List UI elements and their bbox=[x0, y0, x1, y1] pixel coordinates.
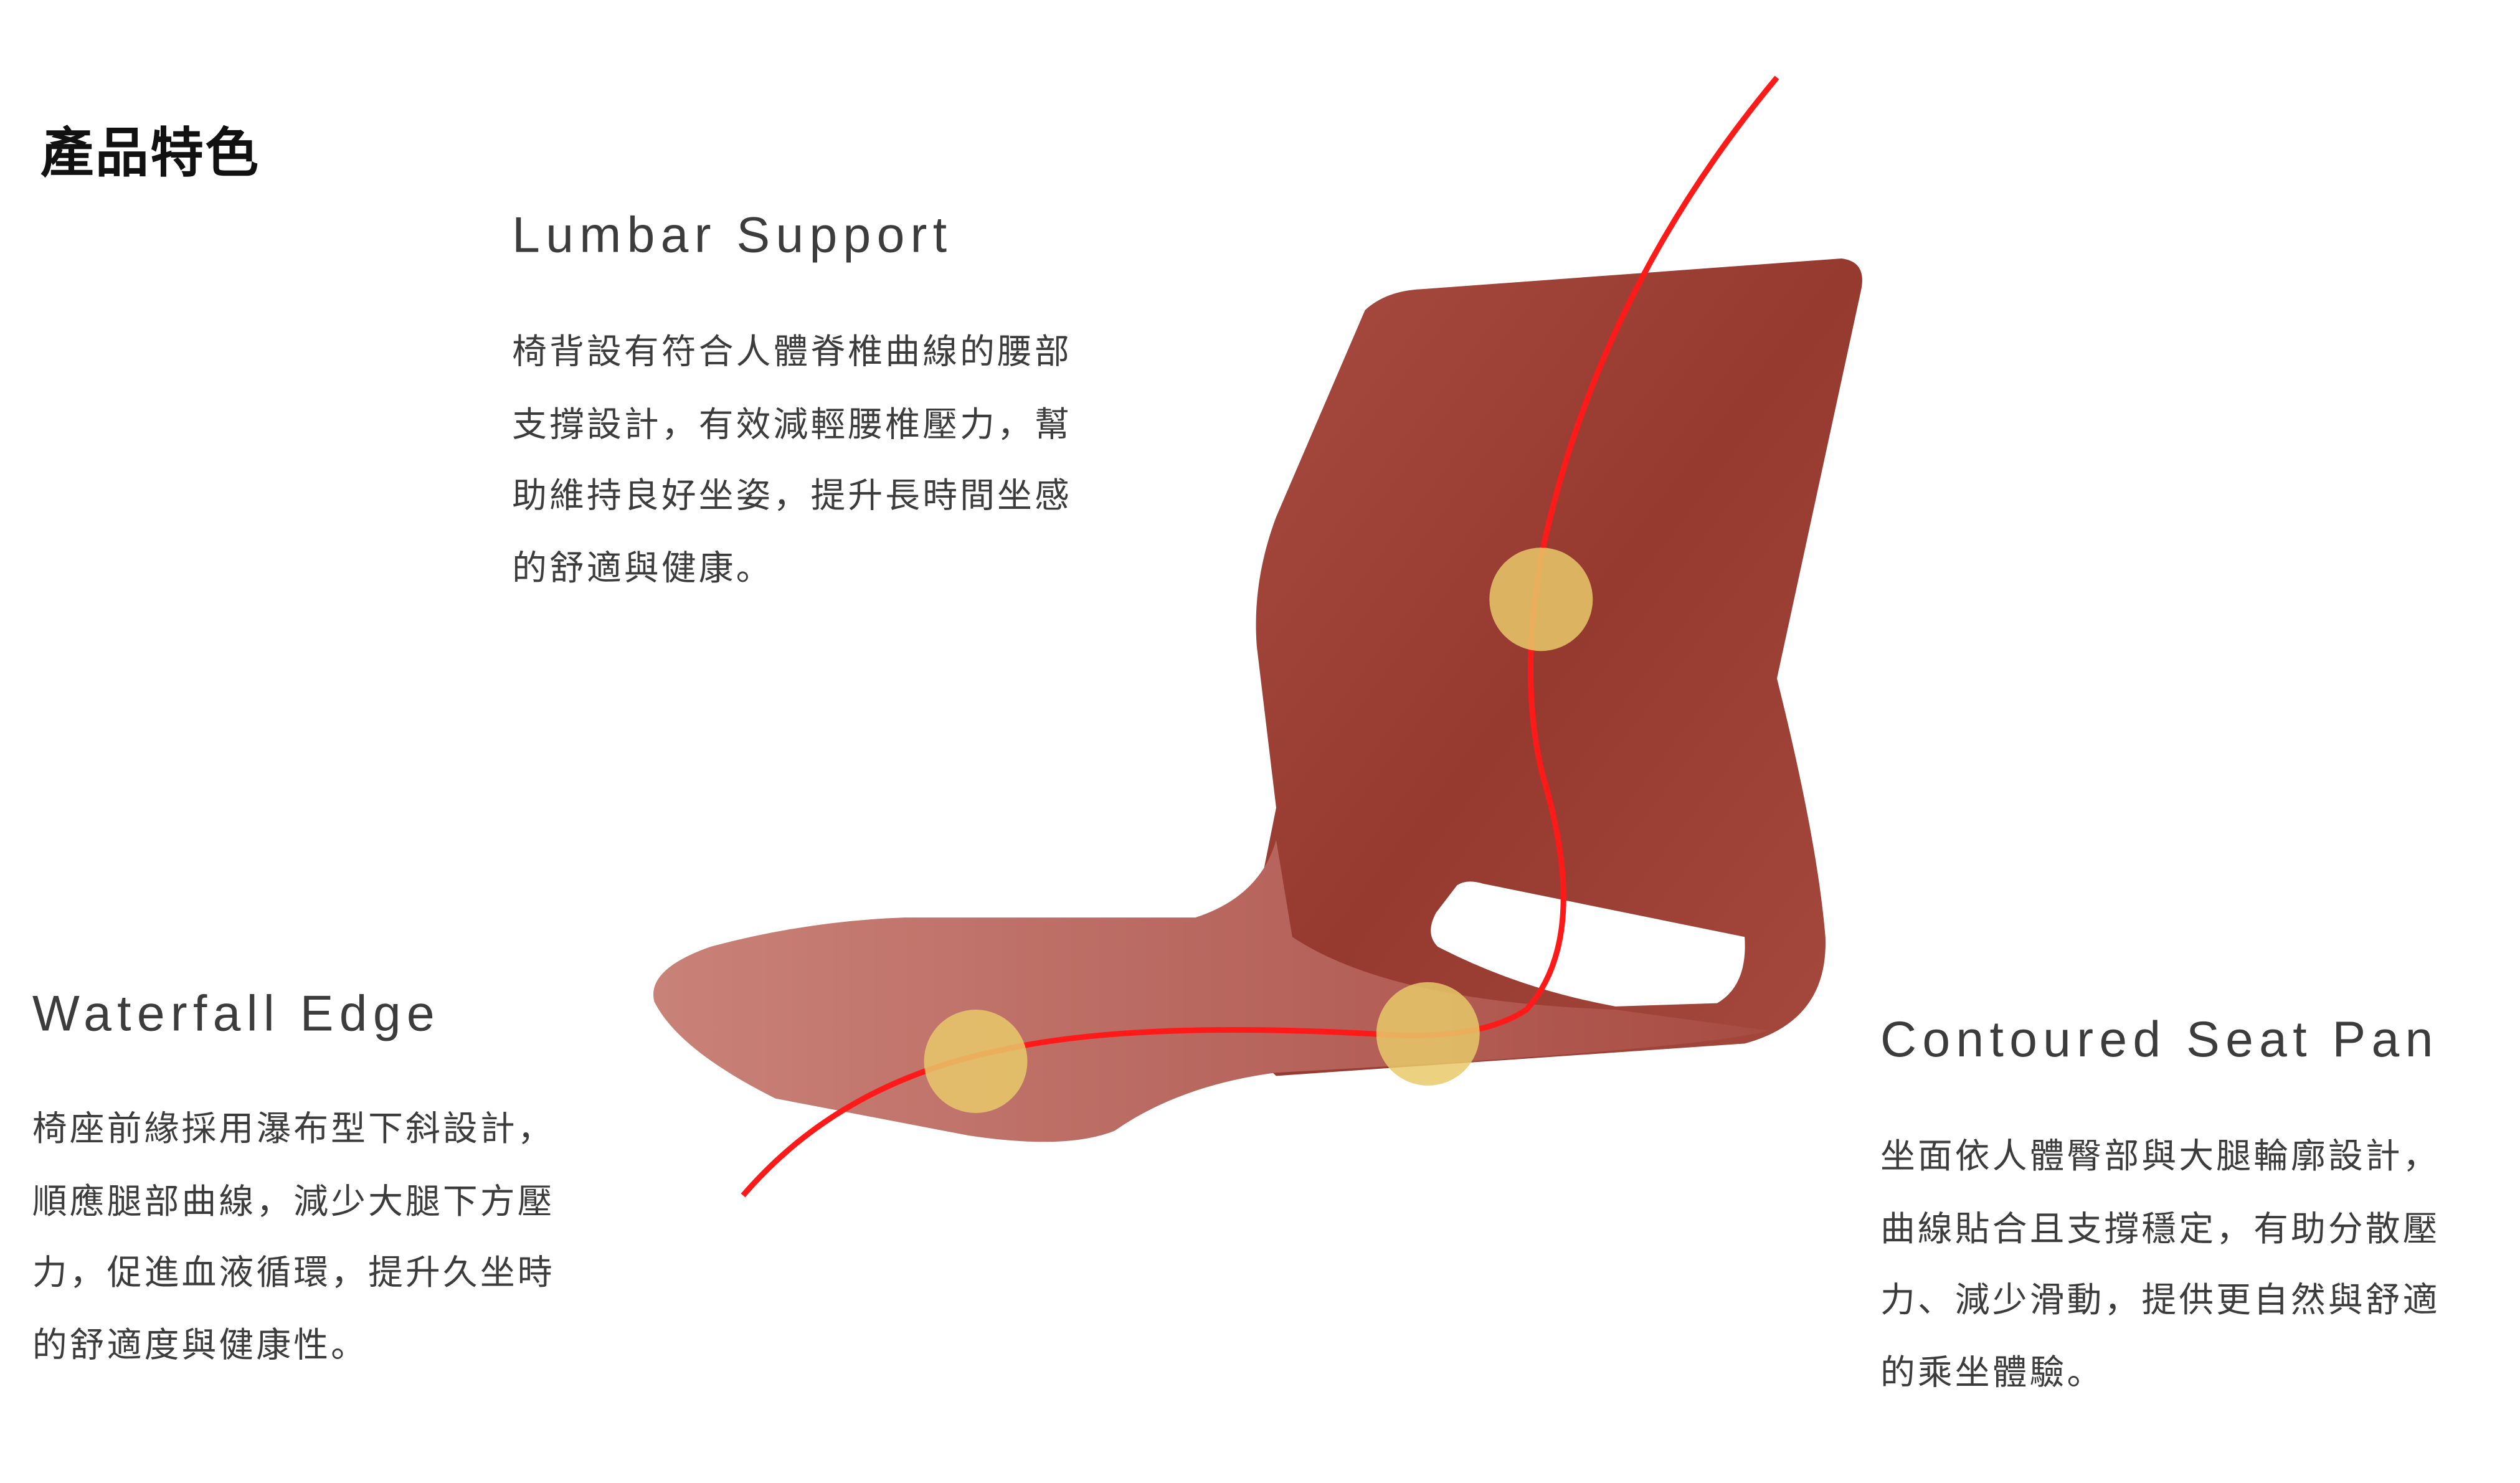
feature-body-seat-pan: 坐面依人體臀部與大腿輪廓設計， 曲線貼合且支撐穩定，有助分散壓 力、減少滑動，提… bbox=[1880, 1123, 2440, 1412]
text-line: 的舒適與健康。 bbox=[512, 549, 774, 590]
text-line: 椅座前緣採用瀑布型下斜設計， bbox=[32, 1109, 555, 1150]
feature-title-lumbar: Lumbar Support bbox=[512, 206, 953, 263]
page-title: 產品特色 bbox=[40, 121, 260, 184]
chair-hole bbox=[1431, 881, 1745, 1007]
waterfall-marker bbox=[924, 1010, 1028, 1113]
text-line: 椅背設有符合人體脊椎曲線的腰部 bbox=[512, 333, 1072, 374]
feature-title-waterfall: Waterfall Edge bbox=[32, 985, 440, 1042]
text-line: 的乘坐體驗。 bbox=[1880, 1353, 2105, 1395]
chair-back bbox=[1239, 258, 1862, 1076]
feature-body-waterfall: 椅座前緣採用瀑布型下斜設計， 順應腿部曲線，減少大腿下方壓 力，促進血液循環，提… bbox=[32, 1095, 555, 1384]
text-line: 助維持良好坐姿，提升長時間坐感 bbox=[512, 477, 1072, 518]
text-line: 支撐設計，有效減輕腰椎壓力，幫 bbox=[512, 405, 1072, 446]
feature-body-lumbar: 椅背設有符合人體脊椎曲線的腰部 支撐設計，有效減輕腰椎壓力，幫 助維持良好坐姿，… bbox=[512, 318, 1072, 607]
feature-title-seat-pan: Contoured Seat Pan bbox=[1880, 1011, 2439, 1068]
text-line: 力，促進血液循環，提升久坐時 bbox=[32, 1254, 555, 1295]
text-line: 坐面依人體臀部與大腿輪廓設計， bbox=[1880, 1137, 2440, 1178]
lumbar-marker bbox=[1489, 547, 1593, 651]
text-line: 順應腿部曲線，減少大腿下方壓 bbox=[32, 1182, 555, 1223]
text-line: 的舒適度與健康性。 bbox=[32, 1326, 369, 1367]
text-line: 曲線貼合且支撐穩定，有助分散壓 bbox=[1880, 1209, 2440, 1250]
text-line: 力、減少滑動，提供更自然與舒適 bbox=[1880, 1281, 2440, 1322]
seat-pan-marker bbox=[1376, 982, 1480, 1086]
